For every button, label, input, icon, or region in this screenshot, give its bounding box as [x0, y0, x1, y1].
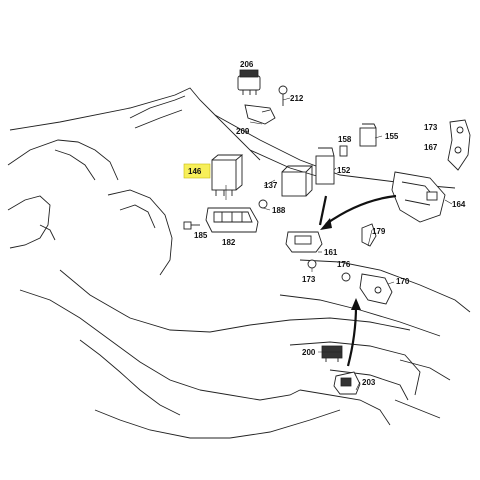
part-labels: 206 212 209 158 155 173 167 146 137 152 …: [188, 60, 466, 387]
label-167: 167: [424, 143, 438, 152]
part-200-relay: [321, 345, 343, 362]
part-146-relay: [211, 154, 244, 196]
arrow-from-bracket: [346, 298, 361, 367]
label-164: 164: [452, 200, 466, 209]
part-137-relay: [281, 165, 314, 197]
part-182-carrier: [205, 207, 259, 233]
label-179: 179: [372, 227, 386, 236]
label-161: 161: [324, 248, 338, 257]
part-158-fuse: [339, 145, 348, 157]
label-146: 146: [188, 167, 202, 176]
label-206: 206: [240, 60, 254, 69]
label-173-bottom: 173: [302, 275, 316, 284]
label-203: 203: [362, 378, 376, 387]
part-179-sensor: [361, 223, 377, 247]
label-173-top: 173: [424, 123, 438, 132]
label-185: 185: [194, 231, 208, 240]
leader-lines: [225, 97, 453, 391]
part-176-nut: [341, 272, 351, 282]
part-212-screw: [278, 85, 288, 106]
arrow-to-relay: [318, 195, 328, 226]
label-137: 137: [264, 181, 278, 190]
part-155-relay: [359, 123, 377, 147]
part-203-bracket: [333, 371, 361, 395]
label-176: 176: [337, 260, 351, 269]
label-209: 209: [236, 127, 250, 136]
highlight-146: [183, 163, 211, 179]
label-170: 170: [396, 277, 410, 286]
part-173-nut: [307, 259, 317, 269]
part-209-bracket: [244, 104, 276, 125]
label-212: 212: [290, 94, 304, 103]
body-outline: [7, 87, 471, 439]
label-155: 155: [385, 132, 399, 141]
label-182: 182: [222, 238, 236, 247]
part-185-screw: [183, 221, 200, 230]
label-158: 158: [338, 135, 352, 144]
part-161-connector: [285, 231, 323, 253]
part-167-bracket: [447, 119, 471, 171]
part-206-relay: [237, 69, 261, 95]
label-188: 188: [272, 206, 286, 215]
label-152: 152: [337, 166, 351, 175]
part-188-nut: [258, 199, 268, 209]
part-152-relay: [315, 147, 335, 185]
label-200: 200: [302, 348, 316, 357]
part-170-bracket: [359, 273, 393, 305]
part-164-fuse-box: [391, 171, 446, 223]
arrow-to-connector: [320, 194, 397, 230]
